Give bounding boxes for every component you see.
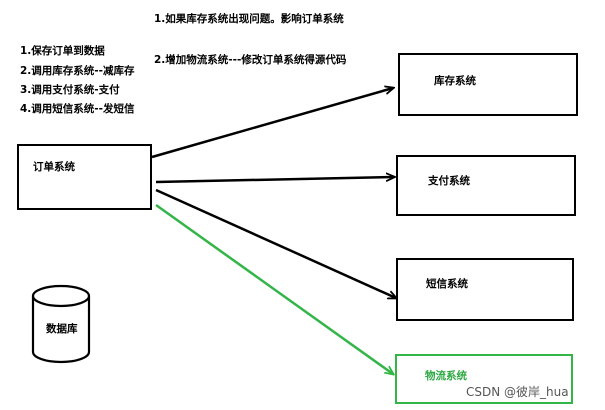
step-save-order: 1.保存订单到数据 [20,45,105,57]
note-inventory-issue: 1.如果库存系统出现问题。影响订单系统 [154,13,344,25]
database-label: 数据库 [46,323,78,335]
arrow-order-to-logistics [155,203,393,374]
logistics-system-label: 物流系统 [425,370,467,382]
step-call-inventory: 2.调用库存系统--减库存 [20,65,135,77]
sms-system-label: 短信系统 [426,278,468,290]
sms-system-box [396,258,574,321]
database-cylinder-icon [31,284,91,364]
inventory-system-label: 库存系统 [434,75,476,87]
payment-system-box [396,155,576,216]
order-system-label: 订单系统 [33,161,75,173]
inventory-system-box [398,53,578,116]
note-add-logistics: 2.增加物流系统---修改订单系统得源代码 [154,54,347,66]
step-call-sms: 4.调用短信系统--发短信 [20,103,135,115]
logistics-system-box [395,354,573,404]
watermark-text: CSDN @彼岸_hua [466,385,569,399]
order-system-box [17,144,152,210]
arrow-order-to-sms [155,188,396,298]
step-call-payment: 3.调用支付系统-支付 [20,84,120,96]
arrow-order-to-payment [155,177,394,184]
arrow-order-to-inventory [151,88,393,159]
payment-system-label: 支付系统 [428,175,470,187]
